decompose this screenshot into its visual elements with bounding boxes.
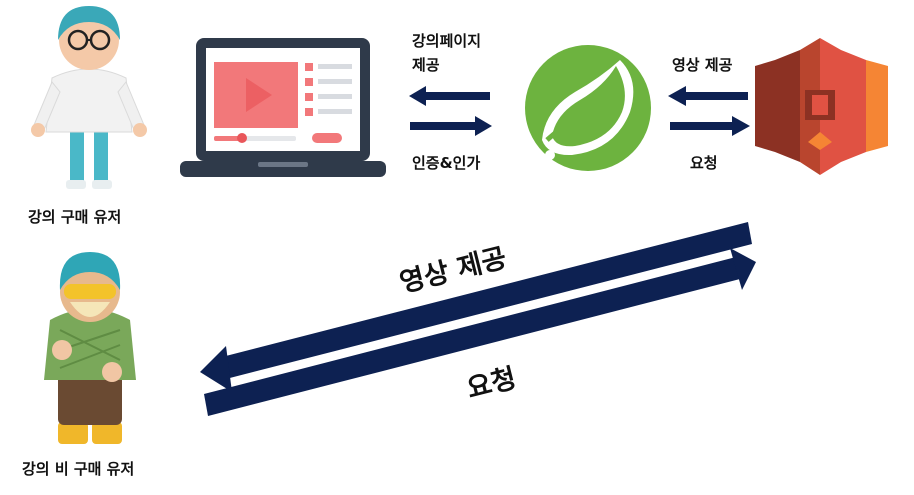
- arrow-server-to-laptop: [409, 86, 490, 106]
- arrow-server-to-storage: [670, 116, 750, 136]
- aws-s3-bucket-icon: [755, 38, 888, 175]
- arrow-user-to-storage-direct: [204, 248, 756, 416]
- server-edge-top-label-line2: 제공: [412, 56, 440, 74]
- server-edge-bottom-label: 인증&인가: [412, 154, 481, 172]
- storage-edge-top-label: 영상 제공: [672, 56, 733, 74]
- server-edge-top-label-line1: 강의페이지: [412, 32, 482, 50]
- laptop-video-icon: [180, 38, 386, 177]
- spring-leaf-icon: [525, 45, 651, 171]
- buyer-label: 강의 구매 유저: [28, 208, 122, 226]
- arrow-storage-to-server: [668, 86, 748, 106]
- non-buyer-figure-icon: [44, 252, 136, 444]
- arrow-laptop-to-server: [410, 116, 492, 136]
- buyer-figure-icon: [31, 6, 147, 189]
- arrow-storage-to-user-direct: [200, 222, 752, 392]
- non-buyer-label: 강의 비 구매 유저: [22, 460, 135, 478]
- storage-edge-bottom-label: 요청: [690, 154, 718, 172]
